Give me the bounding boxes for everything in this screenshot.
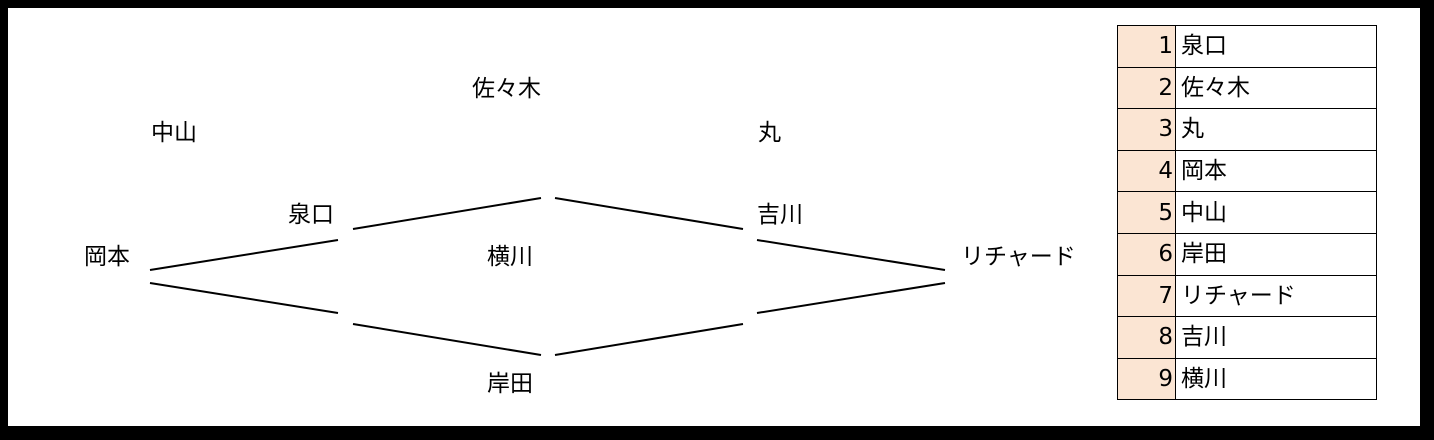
table-row: 2 佐々木: [1117, 66, 1377, 110]
table-row: 8 吉川: [1117, 316, 1377, 359]
player-name: リチャード: [1175, 274, 1377, 318]
table-row: 3 丸: [1117, 108, 1377, 151]
table-row: 4 岡本: [1117, 149, 1377, 193]
table-row: 7 リチャード: [1117, 274, 1377, 318]
table-row: 1 泉口: [1117, 25, 1377, 68]
node-yokokawa: 横川: [487, 244, 533, 270]
player-name: 泉口: [1175, 25, 1377, 68]
row-number: 1: [1117, 25, 1176, 68]
player-name: 岸田: [1175, 232, 1377, 276]
player-name: 佐々木: [1175, 66, 1377, 110]
node-maru: 丸: [758, 120, 781, 146]
row-number: 2: [1117, 66, 1176, 110]
node-kishida: 岸田: [487, 371, 533, 397]
player-name: 岡本: [1175, 149, 1377, 193]
player-name: 吉川: [1175, 316, 1377, 359]
row-number: 6: [1117, 232, 1176, 276]
edge-okamoto-izumiguchi-2: [352, 197, 542, 230]
edge-lower-kishida: [352, 323, 542, 356]
node-nakayama: 中山: [151, 120, 197, 146]
roster-table: 1 泉口 2 佐々木 3 丸 4 岡本 5 中山 6 岸田: [1117, 25, 1377, 401]
edge-sasaki-yoshikawa: [554, 197, 744, 230]
edge-kishida-lower: [554, 323, 744, 356]
bracket-diagram: [149, 197, 946, 356]
row-number: 7: [1117, 274, 1176, 318]
node-okamoto: 岡本: [84, 244, 130, 270]
table-row: 5 中山: [1117, 191, 1377, 234]
row-number: 8: [1117, 316, 1176, 359]
edge-okamoto-izumiguchi-1: [149, 239, 339, 271]
edge-yoshikawa-richard: [756, 239, 946, 271]
player-name: 丸: [1175, 108, 1377, 151]
table-row: 9 横川: [1117, 357, 1377, 401]
node-yoshikawa: 吉川: [757, 202, 803, 228]
node-sasaki: 佐々木: [472, 76, 541, 102]
row-number: 4: [1117, 149, 1176, 193]
node-izumiguchi: 泉口: [288, 202, 334, 228]
edge-okamoto-lower-1: [149, 282, 339, 314]
edge-lower-richard: [756, 282, 946, 314]
row-number: 5: [1117, 191, 1176, 234]
player-name: 横川: [1175, 357, 1377, 401]
node-richard: リチャード: [961, 244, 1076, 270]
canvas-frame: 岡本 中山 泉口 佐々木 横川 岸田 丸 吉川 リチャード 1 泉口 2 佐々木…: [8, 8, 1420, 426]
row-number: 3: [1117, 108, 1176, 151]
table-row: 6 岸田: [1117, 232, 1377, 276]
player-name: 中山: [1175, 191, 1377, 234]
row-number: 9: [1117, 357, 1176, 401]
